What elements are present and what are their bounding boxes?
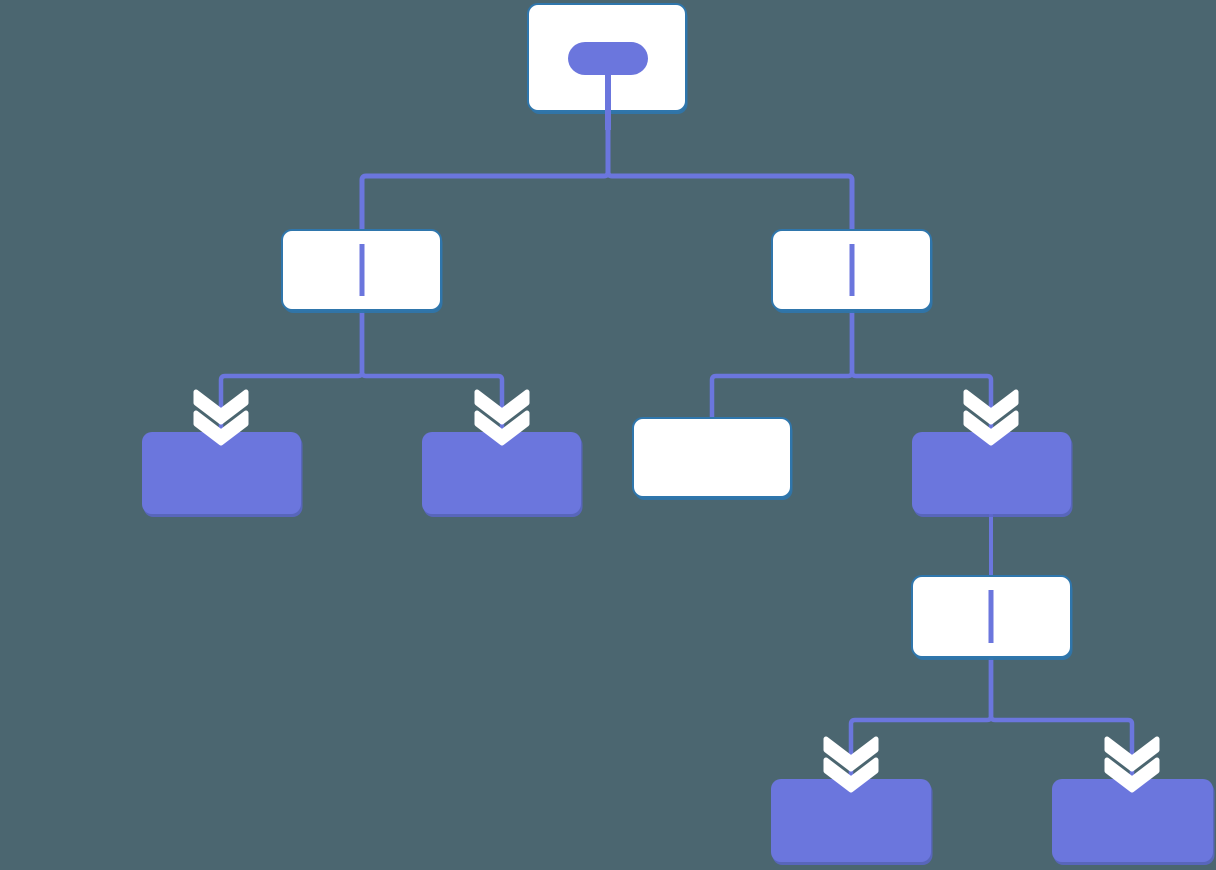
level5-leaf-b[interactable]: [1052, 779, 1215, 865]
level5-leaf-a[interactable]: [771, 779, 933, 865]
node-body[interactable]: [1052, 779, 1213, 862]
chevron-stroke-1: [823, 757, 879, 793]
connector-e-l4-l5b: [988, 657, 1135, 793]
chevron-stroke-0: [823, 736, 879, 772]
chevron-stroke-1: [963, 410, 1019, 446]
chevron-stroke-1: [474, 410, 530, 446]
level3-white-node[interactable]: [632, 417, 793, 500]
node-body[interactable]: [632, 417, 792, 498]
node-body[interactable]: [771, 779, 931, 862]
level3-leaf-b[interactable]: [422, 432, 583, 517]
chevron-stroke-0: [193, 389, 249, 425]
chevron-stroke-0: [963, 389, 1019, 425]
chevron-down-icon: [823, 736, 879, 793]
placeholder-pill: [568, 42, 648, 75]
chevron-stroke-1: [193, 410, 249, 446]
node-body[interactable]: [142, 432, 301, 514]
node-body[interactable]: [422, 432, 581, 514]
chevron-down-icon: [963, 389, 1019, 446]
level3-leaf-a[interactable]: [142, 432, 303, 517]
chevron-down-icon: [1104, 736, 1160, 793]
connector-e-l2right-l3d: [849, 310, 994, 446]
chevron-stroke-1: [1104, 757, 1160, 793]
connector-e-root-l2right: [605, 111, 855, 236]
chevron-down-icon: [474, 389, 530, 446]
chevron-stroke-0: [1104, 736, 1160, 772]
level3-branch-node[interactable]: [912, 432, 1073, 517]
connector-e-l2left-l3b: [359, 310, 505, 446]
chevron-stroke-0: [474, 389, 530, 425]
chevron-down-icon: [193, 389, 249, 446]
node-body[interactable]: [912, 432, 1071, 514]
